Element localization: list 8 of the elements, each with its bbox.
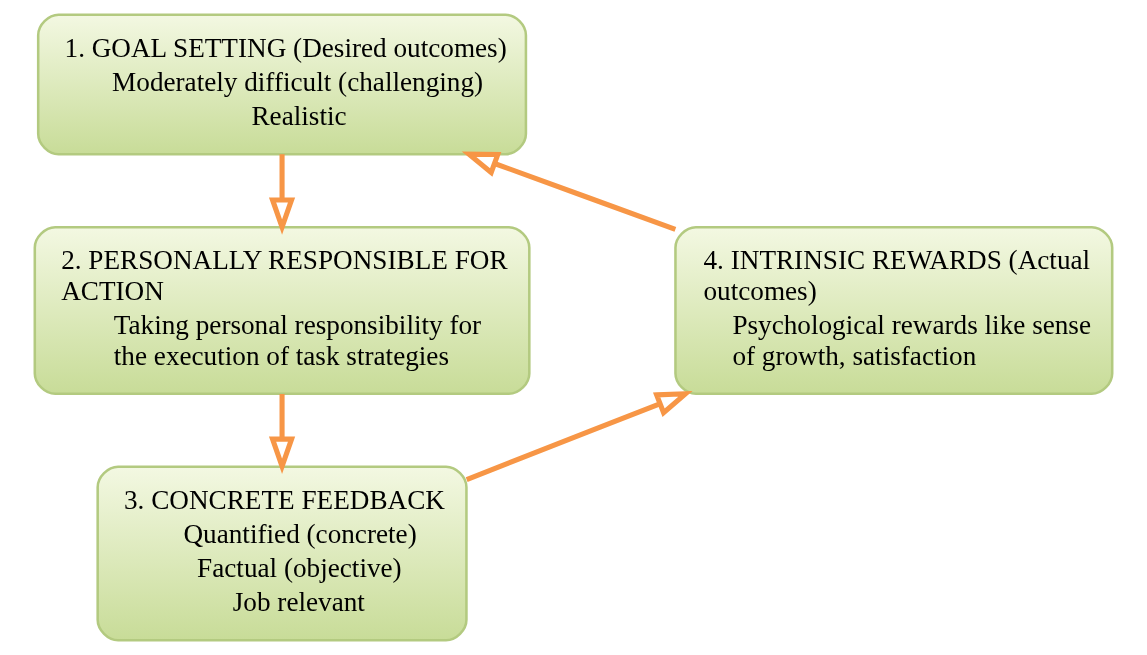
node-box: 2. PERSONALLY RESPONSIBLE FOR ACTION Taking personal responsibility for the execution of task strategies: [33, 225, 531, 396]
arrow: [268, 394, 296, 475]
arrow: [268, 154, 296, 235]
node-box: 1. GOAL SETTING (Desired outcomes) Moderately difficult (challenging) Realistic: [36, 13, 528, 156]
node-box: 3. CONCRETE FEEDBACK Quantified (concrete) Factual (objective) Job relevant: [96, 465, 468, 642]
node-box: 4. INTRINSIC REWARDS (Actual outcomes) Psychological rewards like sense of growth, satisfaction: [674, 225, 1114, 396]
arrow: [465, 391, 693, 482]
arrow: [461, 151, 677, 232]
